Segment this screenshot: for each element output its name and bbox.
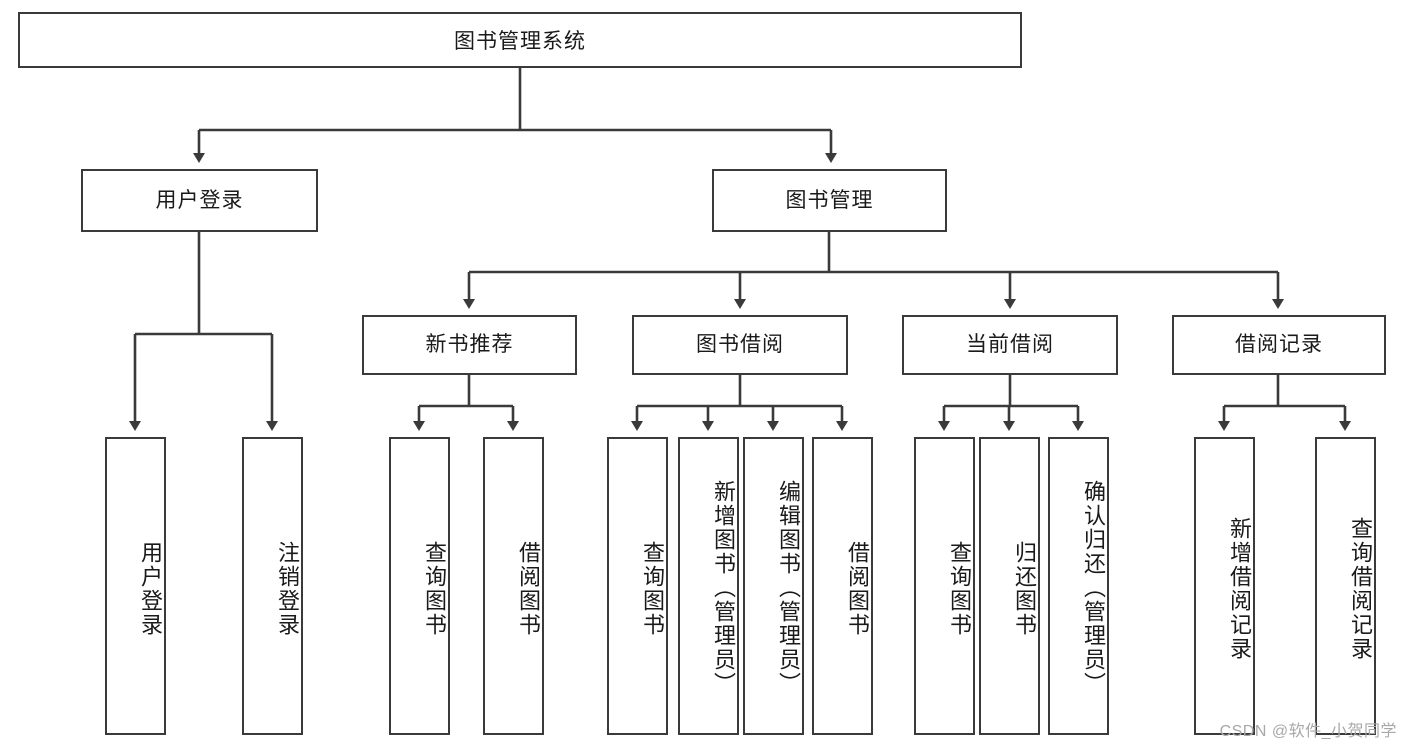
node-current-borrow-label: 当前借阅	[966, 333, 1054, 357]
leaf-label: 确认归还（管理员）	[1081, 480, 1106, 696]
leaf-current-borrow-return-book[interactable]: 归还图书	[979, 437, 1040, 735]
leaf-label: 查询借阅记录	[1348, 517, 1373, 661]
leaf-user-login-logout[interactable]: 注销登录	[242, 437, 303, 735]
leaf-book-borrow-add-book-admin[interactable]: 新增图书（管理员）	[678, 437, 739, 735]
leaf-book-borrow-borrow-book[interactable]: 借阅图书	[812, 437, 873, 735]
leaf-book-borrow-edit-book-admin[interactable]: 编辑图书（管理员）	[743, 437, 804, 735]
leaf-label: 注销登录	[275, 541, 300, 637]
node-user-login[interactable]: 用户登录	[81, 169, 318, 232]
node-root-label: 图书管理系统	[454, 30, 586, 53]
node-borrow-record[interactable]: 借阅记录	[1172, 315, 1386, 375]
leaf-label: 编辑图书（管理员）	[776, 480, 801, 696]
node-book-management-label: 图书管理	[785, 188, 874, 212]
leaf-borrow-record-query-record[interactable]: 查询借阅记录	[1315, 437, 1376, 735]
leaf-label: 新增图书（管理员）	[711, 480, 736, 696]
leaf-current-borrow-confirm-return-admin[interactable]: 确认归还（管理员）	[1048, 437, 1109, 735]
leaf-label: 查询图书	[947, 541, 972, 637]
node-new-book-recommend-label: 新书推荐	[425, 333, 514, 357]
leaf-book-borrow-query-book[interactable]: 查询图书	[607, 437, 668, 735]
leaf-borrow-record-add-record[interactable]: 新增借阅记录	[1194, 437, 1255, 735]
leaf-current-borrow-query-book[interactable]: 查询图书	[914, 437, 975, 735]
node-book-management[interactable]: 图书管理	[712, 169, 947, 232]
node-book-borrow-label: 图书借阅	[696, 333, 784, 357]
node-user-login-label: 用户登录	[155, 188, 244, 212]
watermark-text: CSDN @软件_小贺同学	[1219, 723, 1397, 740]
leaf-label: 新增借阅记录	[1227, 517, 1252, 661]
leaf-user-login-login[interactable]: 用户登录	[105, 437, 166, 735]
leaf-label: 归还图书	[1012, 541, 1037, 637]
leaf-label: 用户登录	[138, 541, 163, 637]
leaf-new-book-borrow-book[interactable]: 借阅图书	[483, 437, 544, 735]
leaf-label: 借阅图书	[516, 541, 541, 637]
node-root-system[interactable]: 图书管理系统	[18, 12, 1022, 68]
leaf-new-book-query-book[interactable]: 查询图书	[389, 437, 450, 735]
leaf-label: 借阅图书	[845, 541, 870, 637]
leaf-label: 查询图书	[422, 541, 447, 637]
node-book-borrow[interactable]: 图书借阅	[632, 315, 848, 375]
node-borrow-record-label: 借阅记录	[1235, 333, 1323, 357]
leaf-label: 查询图书	[640, 541, 665, 637]
node-current-borrow[interactable]: 当前借阅	[902, 315, 1118, 375]
node-new-book-recommend[interactable]: 新书推荐	[362, 315, 577, 375]
